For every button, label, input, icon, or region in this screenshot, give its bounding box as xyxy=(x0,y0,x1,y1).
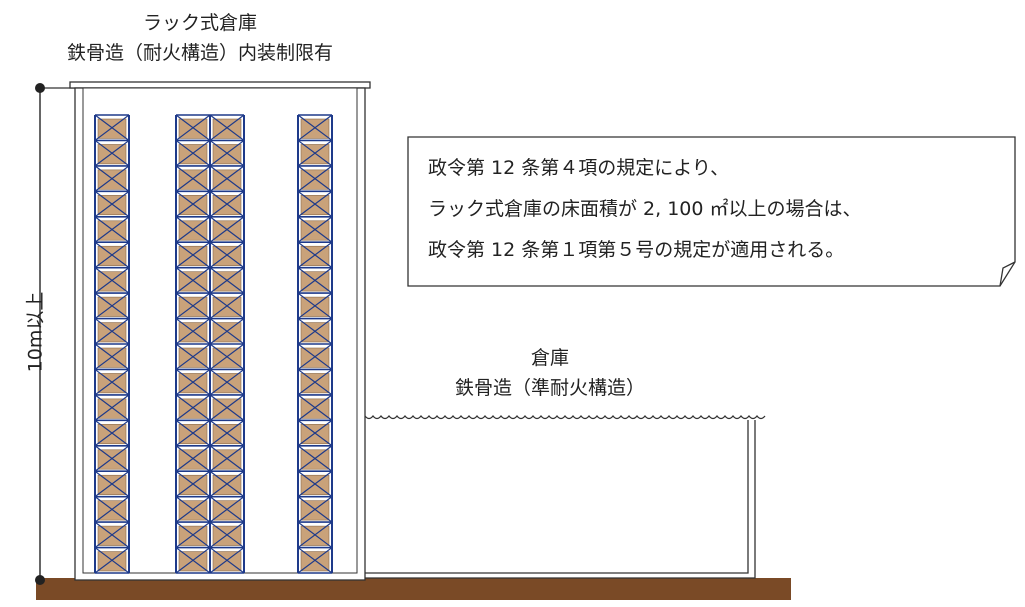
rack-brace xyxy=(94,496,130,523)
warehouse-wall-outer xyxy=(365,420,756,579)
rack-brace xyxy=(175,368,211,396)
rack-roof xyxy=(69,81,371,89)
rack-brace xyxy=(175,419,211,447)
callout-line-1: 政令第 12 条第４項の規定により、 xyxy=(428,157,730,179)
callout-text: 政令第 12 条第４項の規定により、 ラック式倉庫の床面積が 2, 100 ㎡以… xyxy=(428,148,862,271)
rack-brace xyxy=(297,419,333,447)
rack-brace xyxy=(209,216,245,243)
rack-brace xyxy=(297,114,333,141)
rack-brace xyxy=(175,547,211,574)
warehouse-title-block: 倉庫 鉄骨造（準耐火構造） xyxy=(380,343,720,403)
rack-brace xyxy=(175,394,211,421)
rack-brace xyxy=(209,139,245,167)
rack-brace xyxy=(94,190,130,218)
rack-brace xyxy=(209,394,245,421)
height-dot-top xyxy=(35,83,45,93)
rack-brace xyxy=(94,343,130,370)
rack-brace xyxy=(297,241,333,269)
warehouse-title: 倉庫 xyxy=(530,347,569,369)
rack-brace xyxy=(297,292,333,320)
rack-warehouse-title: ラック式倉庫 xyxy=(142,12,257,34)
rack-brace xyxy=(209,496,245,523)
callout-page-curl xyxy=(999,261,1016,287)
rack-brace xyxy=(297,496,333,523)
callout-line-3: 政令第 12 条第１項第５号の規定が適用される。 xyxy=(428,239,845,261)
callout-box xyxy=(407,136,1016,287)
rack-brace xyxy=(209,318,245,345)
rack-brace xyxy=(94,139,130,167)
rack-brace xyxy=(209,292,245,320)
rack-brace xyxy=(209,241,245,269)
rack-brace xyxy=(209,521,245,549)
rack-warehouse-structure: 鉄骨造（耐火構造）内装制限有 xyxy=(66,42,333,64)
rack-brace xyxy=(297,470,333,498)
rack-brace xyxy=(297,190,333,218)
rack-brace xyxy=(175,114,211,141)
rack-brace xyxy=(175,139,211,167)
height-label: 10m以上 xyxy=(24,291,47,373)
rack-brace xyxy=(175,470,211,498)
rack-brace xyxy=(175,343,211,370)
rack-brace xyxy=(297,165,333,192)
rack-brace xyxy=(175,165,211,192)
rack-brace xyxy=(94,292,130,320)
rack-brace xyxy=(297,267,333,294)
rack-brace xyxy=(94,445,130,472)
rack-brace xyxy=(94,241,130,269)
rack-brace xyxy=(209,267,245,294)
warehouse-roof-break-line xyxy=(364,414,766,420)
rack-brace xyxy=(209,445,245,472)
rack-warehouse-title-block: ラック式倉庫 鉄骨造（耐火構造）内装制限有 xyxy=(0,8,400,68)
rack-brace xyxy=(94,114,130,141)
rack-brace xyxy=(94,216,130,243)
rack-brace xyxy=(297,343,333,370)
rack-brace xyxy=(94,394,130,421)
rack-brace xyxy=(209,419,245,447)
rack-brace xyxy=(175,267,211,294)
height-dot-bottom xyxy=(35,575,45,585)
rack-brace xyxy=(209,368,245,396)
rack-brace xyxy=(297,368,333,396)
rack-brace xyxy=(209,165,245,192)
rack-brace xyxy=(94,470,130,498)
rack-brace xyxy=(209,547,245,574)
rack-brace xyxy=(94,368,130,396)
rack-brace xyxy=(297,445,333,472)
rack-brace xyxy=(94,318,130,345)
rack-brace xyxy=(297,521,333,549)
rack-brace xyxy=(175,521,211,549)
rack-brace xyxy=(297,547,333,574)
callout-line-2: ラック式倉庫の床面積が 2, 100 ㎡以上の場合は、 xyxy=(428,198,862,220)
rack-brace xyxy=(94,165,130,192)
rack-brace xyxy=(94,267,130,294)
rack-brace xyxy=(94,419,130,447)
rack-shelving xyxy=(94,114,333,574)
ground xyxy=(36,578,791,600)
rack-brace xyxy=(94,547,130,574)
rack-brace xyxy=(175,318,211,345)
warehouse-structure: 鉄骨造（準耐火構造） xyxy=(454,377,645,399)
rack-brace xyxy=(297,216,333,243)
rack-brace xyxy=(94,521,130,549)
rack-brace xyxy=(209,114,245,141)
rack-brace xyxy=(175,292,211,320)
rack-brace xyxy=(209,470,245,498)
rack-brace xyxy=(209,190,245,218)
rack-brace xyxy=(175,241,211,269)
rack-brace xyxy=(175,496,211,523)
rack-brace xyxy=(175,216,211,243)
rack-brace xyxy=(175,190,211,218)
warehouse-wall xyxy=(365,420,749,574)
rack-brace xyxy=(297,318,333,345)
rack-brace xyxy=(175,445,211,472)
rack-brace xyxy=(209,343,245,370)
rack-brace xyxy=(297,394,333,421)
rack-brace xyxy=(297,139,333,167)
